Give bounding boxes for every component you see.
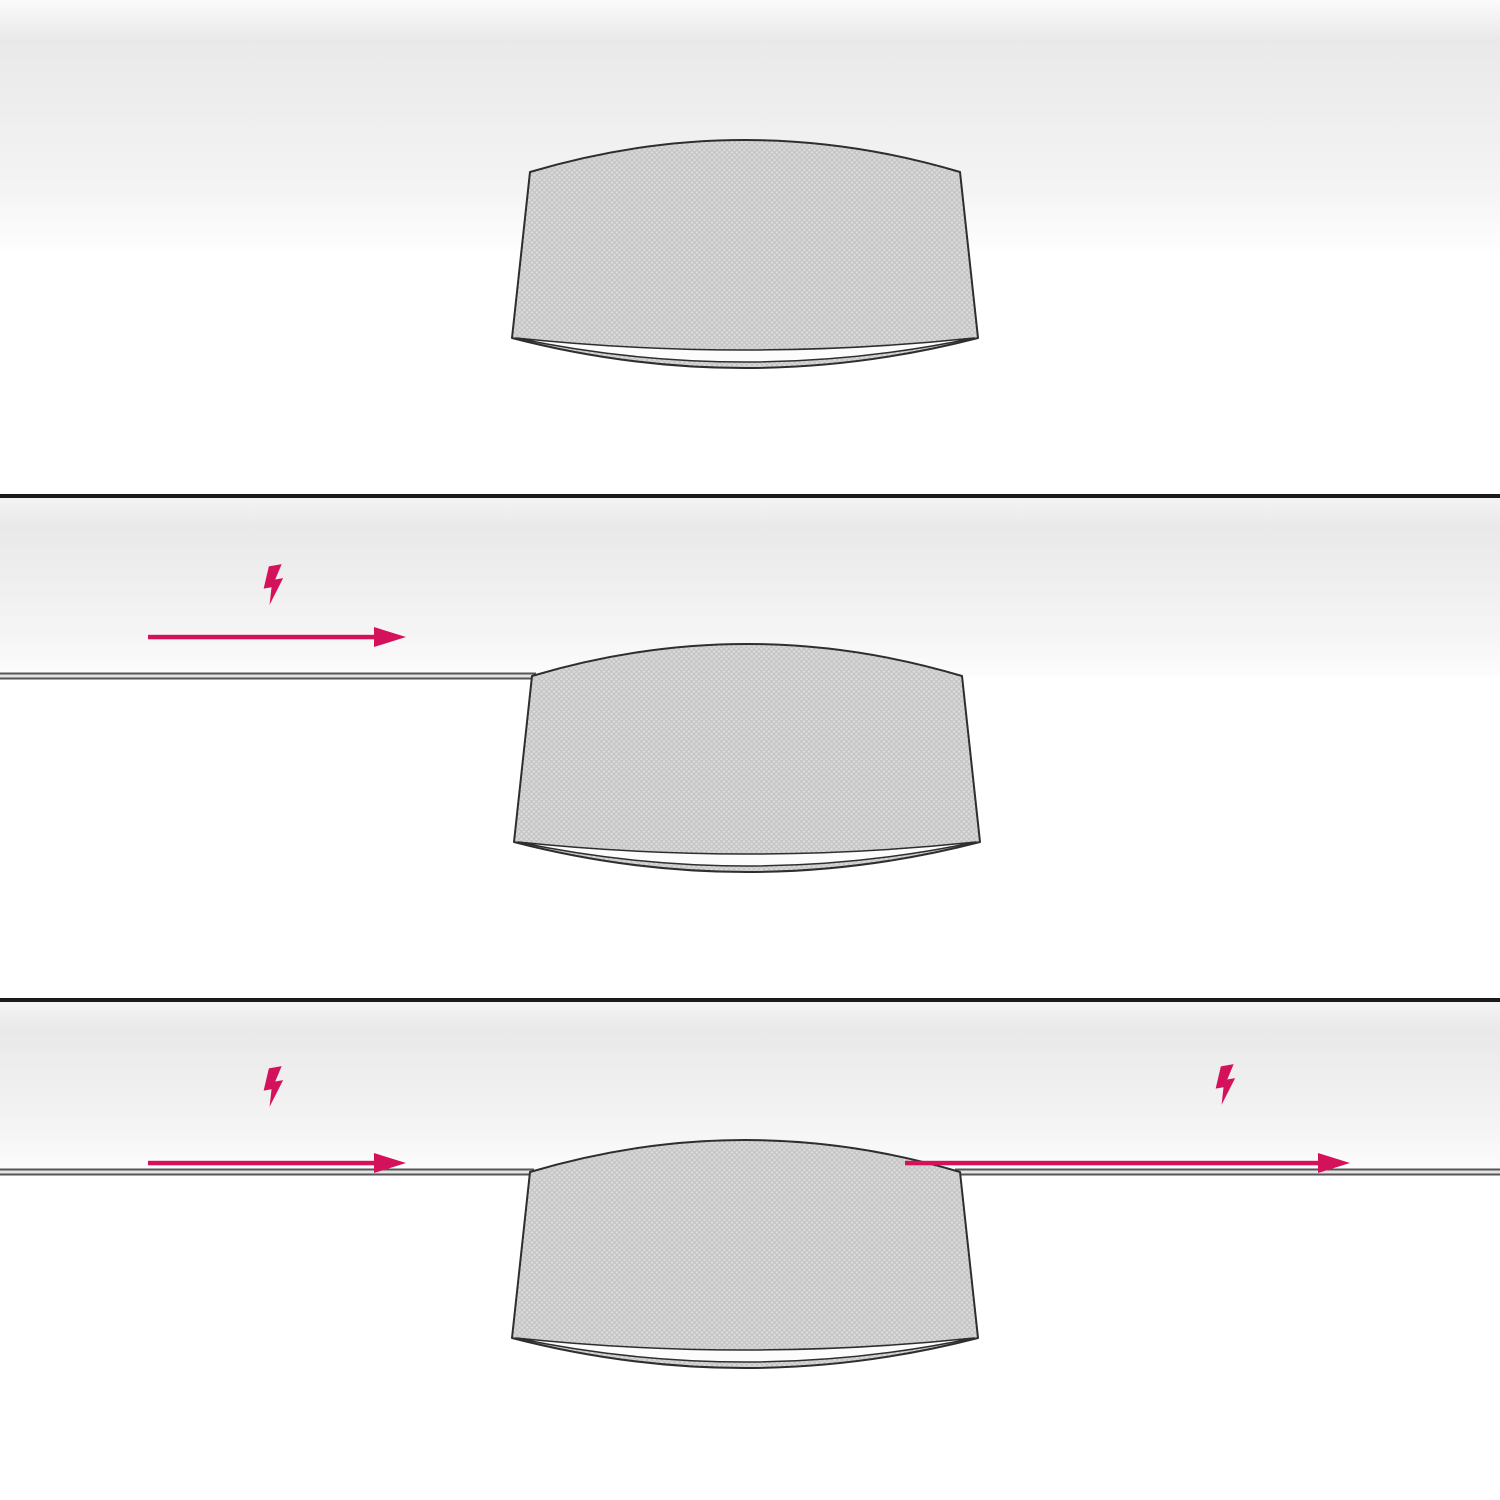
drum-lampshade bbox=[511, 139, 979, 369]
panel-cable-pass-through bbox=[0, 1002, 1500, 1500]
arrow-shaft bbox=[905, 1160, 1320, 1166]
drum-lampshade bbox=[511, 1139, 979, 1369]
cable-core bbox=[955, 1170, 1500, 1174]
panel-1-art bbox=[511, 139, 979, 369]
panel-cable-in-left bbox=[0, 498, 1500, 998]
arrow-right-head bbox=[1318, 1153, 1350, 1173]
lampshade-body bbox=[511, 139, 979, 369]
arrow-right-head bbox=[374, 1153, 406, 1173]
panel-divider bbox=[0, 494, 1500, 498]
lampshade-diffuser bbox=[515, 1337, 975, 1363]
lightning-bolt-icon bbox=[1215, 1064, 1236, 1105]
supply-cable-left bbox=[0, 1168, 534, 1176]
lightning-bolt-icon bbox=[263, 564, 284, 605]
panel-3-art bbox=[0, 1064, 1500, 1369]
exit-cable-right bbox=[955, 1168, 1500, 1176]
cable-core bbox=[0, 1170, 534, 1174]
current-flow-right bbox=[905, 1064, 1350, 1173]
lightning-bolt-icon bbox=[263, 1066, 284, 1107]
arrow-shaft bbox=[148, 634, 378, 640]
lampshade-body bbox=[513, 643, 981, 873]
supply-cable-left bbox=[0, 672, 536, 680]
drum-lampshade bbox=[513, 643, 981, 873]
cable-core bbox=[0, 674, 536, 678]
arrow-right-head bbox=[374, 627, 406, 647]
panel-2-art bbox=[0, 564, 981, 873]
lampshade-body bbox=[511, 1139, 979, 1369]
panel-divider bbox=[0, 998, 1500, 1002]
current-flow-left bbox=[148, 564, 406, 647]
lampshade-diffuser bbox=[517, 841, 977, 867]
panel-shade-only bbox=[0, 0, 1500, 494]
current-flow-left bbox=[148, 1066, 406, 1173]
arrow-shaft bbox=[148, 1160, 378, 1166]
lampshade-diffuser bbox=[515, 337, 975, 363]
